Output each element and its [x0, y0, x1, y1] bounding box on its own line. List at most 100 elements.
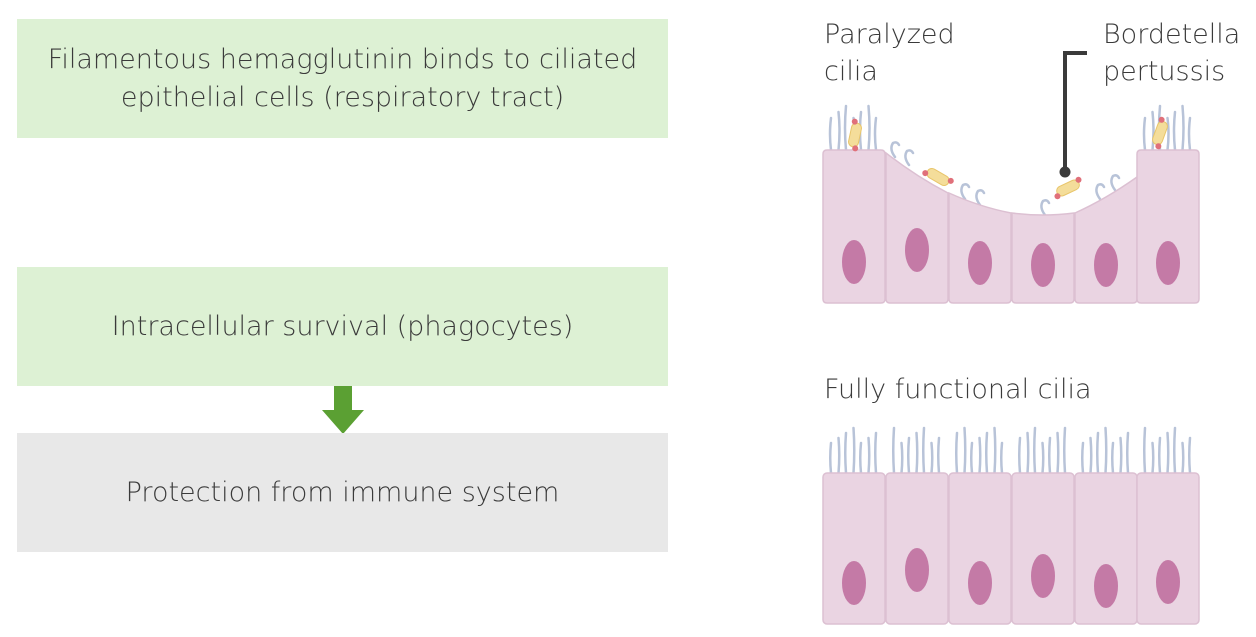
step-filamentous-hemagglutinin-text: Filamentous hemagglutinin binds to cilia…	[47, 43, 638, 113]
cilium	[859, 441, 863, 475]
nucleus	[842, 240, 866, 284]
pilus	[1158, 116, 1165, 123]
cilium	[1173, 426, 1177, 475]
step-immune-protection: Protection from immune system	[17, 433, 668, 552]
cilium	[852, 426, 856, 475]
cilium	[930, 441, 934, 475]
bacterium-body	[1152, 120, 1168, 146]
cilium	[1172, 110, 1177, 152]
cilium	[1018, 436, 1022, 475]
cilium	[867, 436, 871, 475]
cilium	[1181, 104, 1185, 152]
cilium	[844, 431, 848, 475]
paralyzed-epithelium-illustration	[822, 104, 1200, 304]
nucleus	[968, 241, 992, 285]
step-filamentous-hemagglutinin: Filamentous hemagglutinin binds to cilia…	[17, 19, 668, 138]
cilium	[1188, 436, 1192, 475]
cilium	[829, 441, 833, 475]
cilium	[1187, 116, 1192, 152]
epithelial-cell	[948, 472, 1012, 625]
cilium	[970, 441, 974, 475]
cilium	[843, 104, 848, 152]
epithelial-cell	[1136, 149, 1200, 304]
cilium	[1089, 436, 1093, 475]
damaged-epithelial-cells	[822, 149, 1200, 304]
cilium	[963, 426, 967, 475]
nucleus	[1094, 243, 1118, 287]
healthy-epithelium-illustration	[822, 426, 1200, 625]
cilium	[892, 426, 896, 475]
cilium	[993, 426, 997, 475]
nucleus	[1156, 241, 1180, 285]
pointer-line-icon	[1059, 51, 1087, 178]
pilus	[1054, 193, 1061, 200]
cilium	[867, 104, 871, 152]
cell-nuclei	[842, 548, 1180, 608]
pilus	[851, 118, 858, 125]
pilus	[852, 145, 859, 152]
down-arrow-icon	[322, 386, 364, 434]
cilium	[1142, 116, 1147, 152]
cilium	[922, 426, 926, 475]
cilium	[937, 436, 941, 475]
bacterium-body	[848, 122, 862, 148]
cilium	[955, 431, 959, 475]
nucleus	[842, 561, 866, 605]
epithelial-cell	[1011, 472, 1075, 625]
nucleus	[1156, 560, 1180, 604]
cilium	[1151, 110, 1155, 152]
bacterium-icon	[1152, 116, 1168, 150]
cilium	[985, 431, 989, 475]
cilium	[1166, 116, 1170, 152]
bordetella-pertussis-label: Bordetella pertussis	[1103, 19, 1241, 87]
cell-nuclei	[842, 228, 1180, 287]
nucleus	[1094, 564, 1118, 608]
cilium	[1158, 436, 1162, 475]
cilium	[1081, 441, 1085, 475]
cilium	[1166, 431, 1170, 475]
cilium	[1126, 431, 1130, 475]
pilus	[1155, 143, 1162, 150]
cilium	[837, 436, 841, 475]
cilium	[1026, 431, 1030, 475]
cilium	[1181, 441, 1185, 475]
cilium	[1119, 436, 1123, 475]
bacterium-icon	[848, 118, 862, 152]
limp-cilium	[960, 183, 971, 201]
cilium	[915, 431, 919, 475]
paralyzed-cilia-label: Paralyzed cilia	[824, 19, 955, 87]
bacteria-group	[848, 116, 1168, 200]
healthy-epithelial-cells	[822, 472, 1200, 625]
fully-functional-cilia-label: Fully functional cilia	[824, 374, 1092, 405]
epithelial-cell	[1074, 175, 1138, 304]
pilus	[922, 170, 929, 177]
bacterium-body	[1056, 179, 1080, 197]
cilium	[874, 431, 878, 475]
cilium	[1111, 441, 1115, 475]
cilium	[1000, 441, 1004, 475]
cilium	[1104, 426, 1108, 475]
bacterium-icon	[922, 168, 954, 186]
bacterium-icon	[1054, 176, 1082, 200]
limp-cilium	[1095, 183, 1106, 201]
pilus	[947, 177, 954, 184]
functional-cilia	[829, 426, 1192, 475]
cilium	[1041, 441, 1045, 475]
cilium	[1143, 426, 1147, 475]
cilium	[1048, 436, 1052, 475]
cilium	[1151, 441, 1155, 475]
epithelial-cell	[822, 149, 886, 304]
limp-cilium	[1040, 199, 1051, 217]
cilium	[900, 441, 904, 475]
cilium	[907, 436, 911, 475]
epithelial-cell	[1136, 472, 1200, 625]
bacterium-body	[926, 168, 950, 186]
paralyzed-cilia	[828, 104, 1192, 217]
cilium	[837, 110, 841, 152]
nucleus	[905, 228, 929, 272]
cilium	[873, 116, 878, 152]
step-intracellular-survival: Intracellular survival (phagocytes)	[17, 267, 668, 386]
limp-cilium	[975, 189, 986, 207]
limp-cilium	[904, 149, 915, 167]
step-immune-protection-text: Protection from immune system	[125, 476, 560, 508]
